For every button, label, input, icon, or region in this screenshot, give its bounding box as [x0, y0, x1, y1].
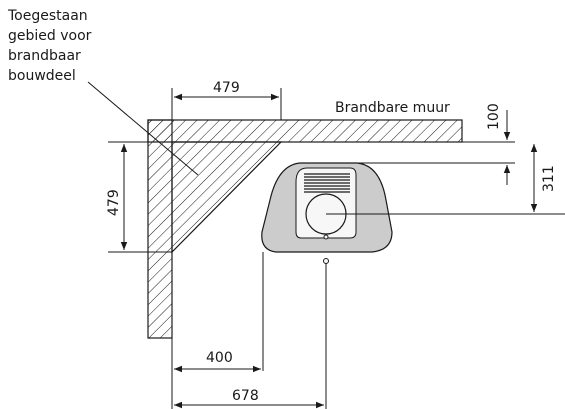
zone-label-line-1: Toegestaan — [7, 8, 88, 24]
wall-label: Brandbare muur — [335, 100, 450, 116]
vent-grille — [304, 173, 350, 193]
dim-label-311: 311 — [541, 165, 557, 192]
dim-label-side-479: 479 — [106, 189, 122, 216]
stove — [261, 162, 393, 264]
side-wall — [147, 119, 173, 339]
zone-leader-line — [87, 81, 199, 176]
dim-label-top-479: 479 — [213, 80, 240, 96]
stove-foot-front — [323, 234, 329, 240]
zone-label-line-4: bouwdeel — [8, 68, 76, 84]
zone-label-line-3: brandbaar — [8, 48, 81, 64]
dim-label-400: 400 — [206, 350, 233, 366]
permitted-zone — [171, 141, 283, 254]
stove-foot-bottom — [323, 258, 329, 264]
extension-lines — [108, 88, 565, 409]
dim-label-100: 100 — [486, 103, 502, 130]
zone-label-line-2: gebied voor — [8, 28, 92, 44]
back-wall — [147, 119, 463, 143]
dim-label-678: 678 — [232, 388, 259, 404]
